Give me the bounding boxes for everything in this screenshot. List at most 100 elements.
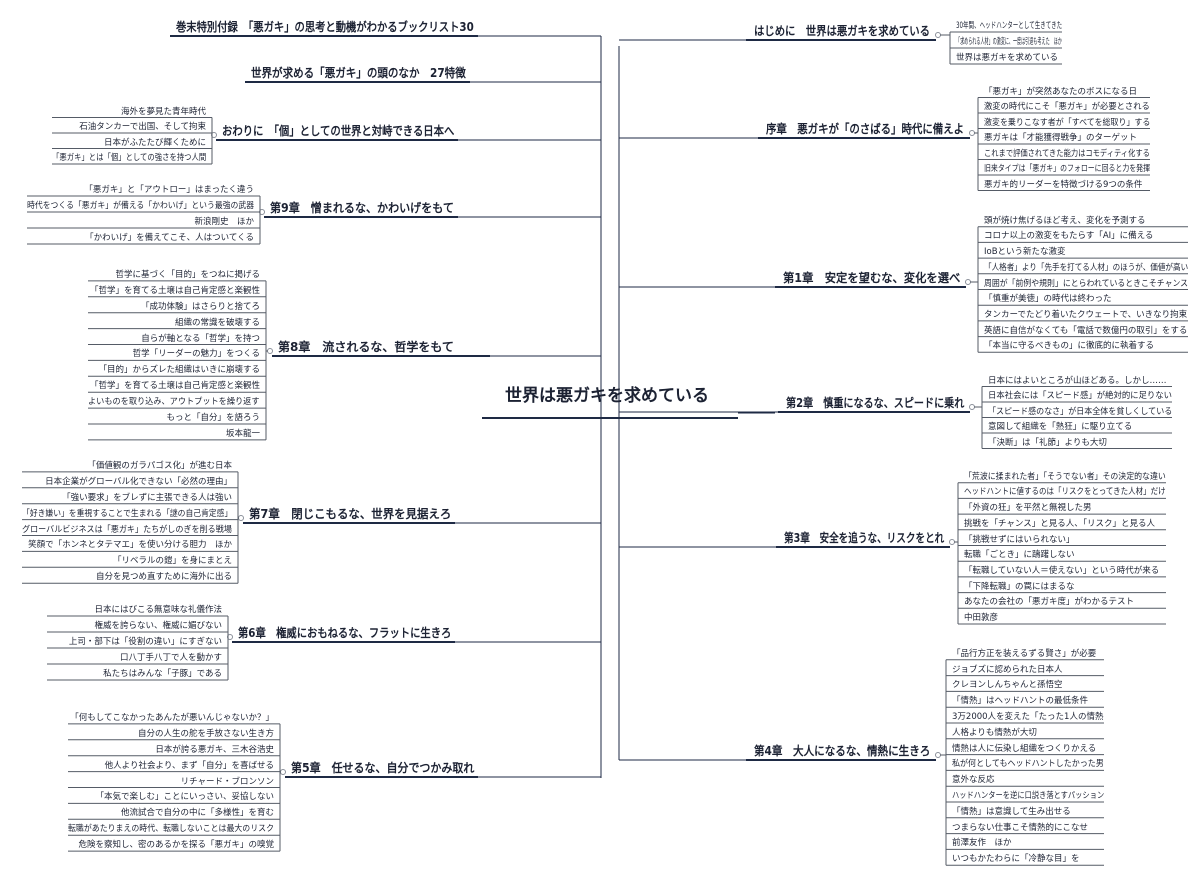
leaf-item[interactable]: 口八丁手八丁で人を動かす [119, 653, 222, 663]
leaf-item[interactable]: 「転職していない人＝使えない」という時代が来る [964, 565, 1160, 576]
leaf-item[interactable]: 「情熱」は意識して生み出せる [952, 806, 1071, 817]
leaf-item[interactable]: あなたの会社の「悪ガキ度」がわかるテスト [964, 597, 1135, 608]
leaf-item[interactable]: 「人格者」より「先手を打てる人材」のほうが、価値が高い [984, 262, 1189, 273]
leaf-item[interactable]: 3万2000人を変えた「たった1人の情熱 [952, 712, 1104, 722]
leaf-item[interactable]: 新浪剛史 ほか [194, 217, 254, 227]
leaf-item[interactable]: 「目的」からズレた組織はいきに崩壊する [98, 365, 260, 376]
leaf-item[interactable]: 旧来タイプは「悪ガキ」のフォローに回ると力を発揮 [984, 164, 1151, 174]
leaf-item[interactable]: 「価値観のガラパゴス化」が進む日本 [87, 460, 232, 471]
branch-title[interactable]: 第6章 権威におもねるな、フラットに生きろ [238, 626, 452, 640]
leaf-item[interactable]: よいものを取り込み、アウトプットを繰り返す [88, 397, 260, 408]
leaf-item[interactable]: 私が何としてもヘッドハントしたかった男 [952, 759, 1104, 770]
leaf-item[interactable]: 「外資の狂」を平然と無視した男 [964, 503, 1092, 514]
leaf-item[interactable]: 「下降転職」の罠にはまるな [964, 581, 1075, 592]
leaf-item[interactable]: 「何もしてこなかったあんたが悪いんじゃないか？」 [70, 712, 274, 723]
leaf-item[interactable]: つまらない仕事こそ情熱的にこなせ [952, 822, 1088, 833]
branch-title[interactable]: はじめに 世界は悪ガキを求めている [754, 24, 931, 38]
leaf-item[interactable]: タンカーでたどり着いたクウェートで、いきなり拘束 [984, 309, 1188, 320]
leaf-item[interactable]: 「悪ガキ」が突然あなたのボスになる日 [984, 86, 1138, 97]
leaf-item[interactable]: 中田敦彦 [964, 613, 999, 623]
leaf-item[interactable]: 私たちはみんな「子豚」である [103, 669, 222, 679]
leaf-item[interactable]: 「哲学」を育てる土壌は自己肯定感と楽観性 [89, 285, 260, 296]
leaf-item[interactable]: 「強い要求」をブレずに主張できる人は強い [62, 492, 232, 503]
branch-title[interactable]: 世界が求める「悪ガキ」の頭のなか 27特徴 [251, 66, 466, 80]
leaf-item[interactable]: 権威を誇らない、権威に媚びない [94, 621, 222, 631]
leaf-item[interactable]: 「挑戦せずにはいられない」 [964, 534, 1075, 545]
leaf-item[interactable]: これまで評価されてきた能力はコモディティ化する [984, 148, 1150, 159]
leaf-item[interactable]: 悪ガキ的リーダーを特徴づける9つの条件 [984, 179, 1143, 190]
leaf-item[interactable]: ジョブズに認められた日本人 [952, 664, 1063, 675]
leaf-item[interactable]: 転職「ごとき」に躊躇しない [964, 550, 1075, 561]
leaf-item[interactable]: クレヨンしんちゃんと孫悟空 [952, 680, 1063, 691]
leaf-item[interactable]: 「哲学」を育てる土壌は自己肯定感と楽観性 [89, 381, 260, 392]
leaf-item[interactable]: 組織の常識を破壊する [174, 317, 260, 328]
leaf-item[interactable]: 頭が焼け焦げるほど考え、変化を予測する [984, 215, 1146, 226]
leaf-item[interactable]: 哲学「リーダーの魅力」をつくる [132, 349, 260, 360]
branch-title[interactable]: 序章 悪ガキが「のさばる」時代に備えよ [766, 122, 965, 136]
leaf-item[interactable]: 情熱は人に伝染し組織をつくりかえる [952, 743, 1097, 754]
branch-title[interactable]: 第4章 大人になるな、情熱に生きろ [754, 744, 931, 758]
leaf-item[interactable]: リチャード・ブロンソン [180, 776, 274, 787]
leaf-item[interactable]: 「品行方正を装えるずる賢さ」が必要 [952, 648, 1097, 659]
leaf-item[interactable]: 人格よりも情熱が大切 [952, 727, 1037, 738]
leaf-item[interactable]: 海外を夢見た青年時代 [120, 106, 206, 117]
leaf-item[interactable]: 「荒波に揉まれた者」「そうでない者」その決定的な違い [964, 471, 1166, 482]
leaf-item[interactable]: もっと「自分」を語ろう [166, 413, 260, 423]
leaf-item[interactable]: 悪ガキは「才能獲得戦争」のターゲット [984, 133, 1138, 143]
leaf-item[interactable]: 挑戦を「チャンス」と見る人、「リスク」と見る人 [964, 518, 1155, 529]
leaf-item[interactable]: ハッドハンターを逆に口説き落とすパッション [952, 791, 1105, 801]
leaf-item[interactable]: 坂本龍一 [225, 428, 260, 439]
branch-title[interactable]: おわりに 「個」としての世界と対峙できる日本へ [222, 124, 455, 138]
leaf-item[interactable]: 日本にはよいところが山ほどある。しかし…… [988, 375, 1167, 386]
branch-title[interactable]: 第1章 安定を望むな、変化を選べ [783, 271, 961, 285]
leaf-item[interactable]: IoBという新たな激変 [984, 247, 1066, 258]
leaf-item[interactable]: 「リベラルの鎧」を身にまとえ [112, 556, 232, 567]
branch-title[interactable]: 第7章 閉じこもるな、世界を見据えろ [249, 507, 452, 521]
leaf-item[interactable]: 世界は悪ガキを求めている [956, 53, 1059, 63]
leaf-item[interactable]: 「スピード感のなさ」が日本全体を貧しくしている [988, 406, 1173, 417]
leaf-item[interactable]: 意外な反応 [952, 775, 995, 786]
leaf-item[interactable]: 30年間、ヘッドハンターとして生きてきた [956, 21, 1063, 31]
branch-title[interactable]: 第9章 憎まれるな、かわいげをもて [270, 201, 454, 215]
leaf-item[interactable]: 危険を察知し、密のあるかを探る「悪ガキ」の嗅覚 [78, 840, 274, 851]
leaf-item[interactable]: グローバルビジネスは「悪ガキ」たちがしのぎを削る戦場 [22, 524, 232, 535]
leaf-item[interactable]: 英語に自信がなくても「電話で数億円の取引」をする [984, 325, 1188, 336]
leaf-item[interactable]: 「決断」は「礼節」よりも大切 [988, 437, 1107, 448]
leaf-item[interactable]: 「本当に守るべきもの」に徹底的に執着する [984, 341, 1155, 352]
branch-title[interactable]: 第3章 安全を追うな、リスクをとれ [784, 531, 945, 545]
leaf-item[interactable]: 「本気で楽しむ」ことにいっさい、妥協しない [95, 792, 274, 803]
leaf-item[interactable]: 他人より社会より、まず「自分」を喜ばせる [104, 760, 274, 771]
leaf-item[interactable]: 「情熱」はヘッドハントの最低条件 [952, 696, 1089, 707]
leaf-item[interactable]: 前澤友作 ほか [952, 838, 1012, 849]
branch-title[interactable]: 第5章 任せるな、自分でつかみ取れ [291, 761, 475, 775]
leaf-item[interactable]: いつもかたわらに「冷静な目」を [952, 854, 1080, 865]
leaf-item[interactable]: 自分を見つめ直すために海外に出る [95, 572, 232, 583]
leaf-item[interactable]: 石油タンカーで出国、そして拘束 [79, 122, 206, 132]
branch-title[interactable]: 第2章 慎重になるな、スピードに乗れ [786, 396, 965, 410]
leaf-item[interactable]: 「好き嫌い」を重視することで生まれる「謎の自己肯定感」 [21, 508, 232, 519]
leaf-item[interactable]: 哲学に基づく「目的」をつねに掲げる [115, 269, 260, 280]
leaf-item[interactable]: 激変を乗りこなす者が「すべてを総取り」する [984, 117, 1151, 128]
leaf-item[interactable]: 上司・部下は「役割の違い」にすぎない [68, 637, 222, 647]
leaf-item[interactable]: 「かわいげ」を備えてこそ、人はついてくる [85, 233, 254, 243]
leaf-item[interactable]: 「慎重が美徳」の時代は終わった [984, 294, 1112, 305]
leaf-item[interactable]: 「悪ガキ」と「アウトロー」はまったく違う [84, 185, 254, 195]
leaf-item[interactable]: 日本にはびこる無意味な礼儀作法 [94, 605, 222, 615]
leaf-item[interactable]: 笑顔で「ホンネとタテマエ」を使い分ける胆力 ほか [28, 540, 232, 551]
leaf-item[interactable]: 激変の時代にこそ「悪ガキ」が必要とされる [984, 102, 1150, 112]
leaf-item[interactable]: 日本が誇る悪ガキ、三木谷浩史 [155, 744, 274, 755]
leaf-item[interactable]: 「悪ガキ」とは「個」としての強さを持つ人間 [51, 153, 206, 163]
leaf-item[interactable]: 時代をつくる「悪ガキ」が備える「かわいげ」という最強の武器 [26, 201, 254, 211]
leaf-item[interactable]: 他流試合で自分の中に「多様性」を育む [120, 808, 274, 819]
leaf-item[interactable]: コロナ以上の激変をもたらす「AI」に備える [984, 231, 1154, 242]
leaf-item[interactable]: 日本がふたたび輝くために [103, 137, 206, 148]
leaf-item[interactable]: ヘッドハントに値するのは「リスクをとってきた人材」だけ [964, 487, 1166, 498]
leaf-item[interactable]: 周囲が「前例や規則」にとらわれているときこそチャンス [984, 278, 1189, 289]
leaf-item[interactable]: 「求められる人材」の激変に、一度は引退も考えた ほか [956, 37, 1062, 47]
central-topic[interactable]: 世界は悪ガキを求めている [505, 386, 709, 406]
leaf-item[interactable]: 日本社会には「スピード感」が絶対的に足りない [988, 391, 1173, 401]
leaf-item[interactable]: 「成功体験」はさらりと捨てろ [140, 301, 260, 312]
leaf-item[interactable]: 転職があたりまえの時代、転職しないことは最大のリスク [67, 824, 274, 835]
leaf-item[interactable]: 自らが軸となる「哲学」を持つ [141, 333, 260, 344]
branch-title[interactable]: 第8章 流されるな、哲学をもて [278, 340, 454, 354]
